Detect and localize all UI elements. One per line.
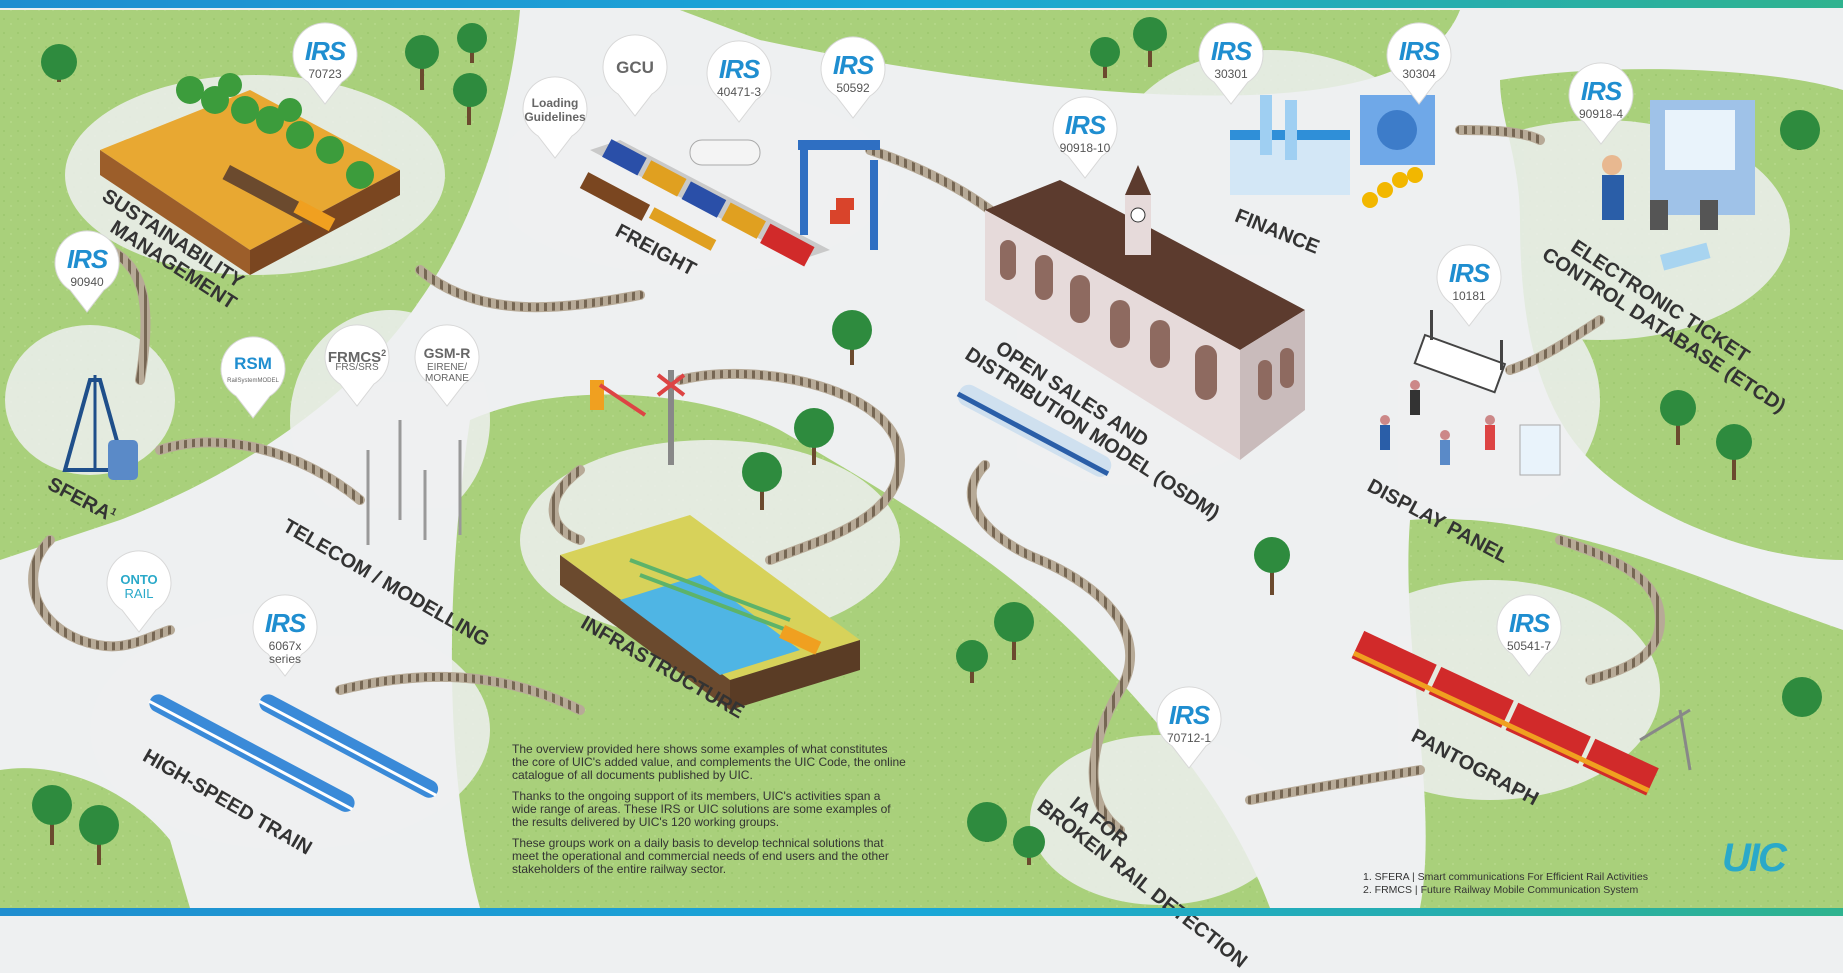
irs-number: 30301 [1214,67,1248,81]
irs-number: 70723 [308,67,342,81]
irs-number: 90918-10 [1059,141,1111,155]
pin-irs-10181[interactable]: IRS 10181 [1434,244,1504,328]
footnotes: 1. SFERA | Smart communications For Effi… [1363,871,1648,897]
pin-irs-70723[interactable]: IRS 70723 [290,22,360,106]
finance-illustration [1230,95,1435,208]
pin-irs-30301[interactable]: IRS 30301 [1196,22,1266,106]
pin-ontorail[interactable]: ONTO RAIL [104,550,174,634]
pin-text: GCU [616,58,654,77]
footnote-frmcs: 2. FRMCS | Future Railway Mobile Communi… [1363,884,1639,896]
frmcs-sub: FRS/SRS [335,362,379,373]
irs-logo: IRS [1064,110,1106,140]
station-illustration [985,165,1305,460]
irs-logo: IRS [264,608,306,638]
irs-number: 10181 [1452,289,1486,303]
pin-irs-6067x[interactable]: IRS 6067x series [250,594,320,678]
sfera-tower-illustration [62,375,138,480]
pin-irs-90918-4[interactable]: IRS 90918-4 [1566,62,1636,146]
frmcs-footnote-mark: 2 [381,348,387,358]
osdm-train [956,384,1112,477]
display-panel-illustration [1380,310,1561,476]
irs-logo: IRS [66,244,108,274]
rsm-logo: RSM [234,354,272,373]
description-paragraph-1: The overview provided here shows some ex… [512,742,906,782]
description-text: The overview provided here shows some ex… [512,743,907,884]
rsm-sub: RailSystemMODEL [227,378,279,384]
pin-rsm[interactable]: RSM RailSystemMODEL [218,336,288,420]
pin-irs-30304[interactable]: IRS 30304 [1384,22,1454,106]
footnote-sfera: 1. SFERA | Smart communications For Effi… [1363,871,1648,883]
pin-loading-guidelines[interactable]: Loading Guidelines [520,76,590,160]
pin-irs-70712-1[interactable]: IRS 70712-1 [1154,686,1224,770]
irs-logo: IRS [1508,608,1550,638]
bottom-accent-bar [0,908,1843,916]
irs-number: 50541-7 [1506,639,1552,653]
pin-frmcs[interactable]: FRMCS2 FRS/SRS [322,324,392,408]
farm-illustration [100,73,400,275]
irs-number: 90940 [70,275,104,289]
irs-number: 50592 [836,81,870,95]
pin-irs-90918-10[interactable]: IRS 90918-10 [1050,96,1120,180]
pantograph-train-illustration [1351,630,1692,796]
level-crossing-illustration [590,370,686,465]
irs-logo: IRS [1580,76,1622,106]
trees [32,17,1822,865]
rail-tracks [28,125,1666,835]
irs-logo: IRS [304,36,346,66]
irs-number: 70712-1 [1166,731,1212,745]
freight-illustration [579,139,880,267]
high-speed-train-illustration [148,694,439,812]
pin-gsm-r[interactable]: GSM-R EIRENE/ MORANE [412,324,482,408]
frmcs-title: FRMCS2 [327,348,387,366]
irs-logo: IRS [832,50,874,80]
irs-logo: IRS [1448,258,1490,288]
description-paragraph-3: These groups work on a daily basis to de… [512,836,889,876]
irs-logo: IRS [718,54,760,84]
pin-irs-90940[interactable]: IRS 90940 [52,230,122,314]
gsmr-sub: EIRENE/ MORANE [425,362,469,384]
irs-number: 30304 [1402,67,1436,81]
pin-gcu[interactable]: GCU [600,34,670,118]
gsmr-title: GSM-R [423,345,471,361]
pin-text: Loading Guidelines [524,96,586,124]
pin-irs-40471-3[interactable]: IRS 40471-3 [704,40,774,124]
etcd-illustration [1602,100,1755,271]
top-accent-bar [0,0,1843,8]
irs-number: 90918-4 [1578,107,1624,121]
irs-logo: IRS [1210,36,1252,66]
description-paragraph-2: Thanks to the ongoing support of its mem… [512,789,891,829]
irs-number: 40471-3 [716,85,762,99]
irs-logo: IRS [1398,36,1440,66]
infrastructure-illustration [560,515,860,710]
map-background [0,10,1843,908]
pin-irs-50541-7[interactable]: IRS 50541-7 [1494,594,1564,678]
telecom-masts-illustration [366,420,462,545]
irs-number: 6067x series [268,639,302,666]
ontorail-sub: RAIL [124,586,154,601]
irs-logo: IRS [1168,700,1210,730]
pin-irs-50592[interactable]: IRS 50592 [818,36,888,120]
ontorail-logo: ONTO [120,572,158,587]
uic-logo: UIC [1722,836,1787,880]
